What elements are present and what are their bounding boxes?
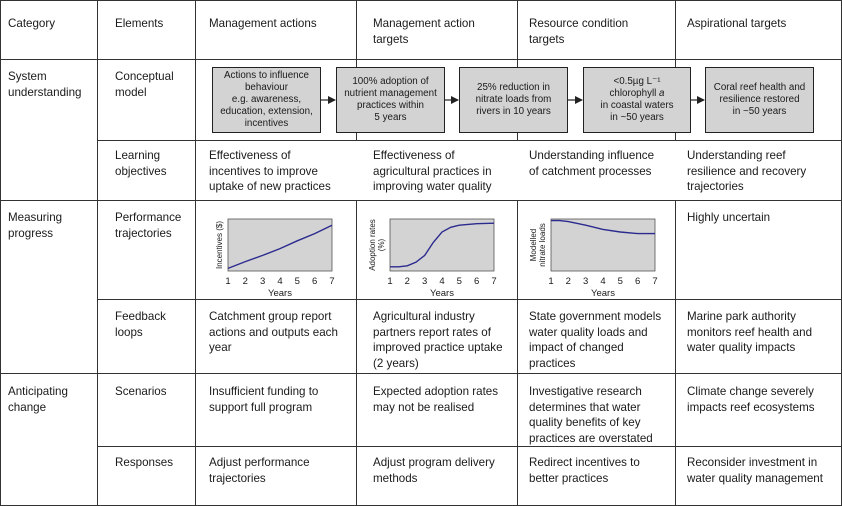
y-axis-label: nitrate loads bbox=[538, 223, 547, 267]
x-tick-label: 6 bbox=[635, 276, 640, 287]
header-elements: Elements bbox=[115, 17, 164, 30]
x-tick-label: 1 bbox=[225, 276, 230, 287]
element-scenarios: Scenarios bbox=[115, 385, 167, 398]
x-axis-label: Years bbox=[430, 288, 454, 299]
x-tick-label: 5 bbox=[295, 276, 300, 287]
x-tick-label: 2 bbox=[243, 276, 248, 287]
y-axis-label: Modelled bbox=[529, 229, 538, 261]
x-tick-label: 3 bbox=[422, 276, 427, 287]
element-responses: Responses bbox=[115, 456, 174, 469]
x-tick-label: 1 bbox=[548, 276, 553, 287]
x-tick-label: 5 bbox=[618, 276, 623, 287]
x-tick-label: 2 bbox=[405, 276, 410, 287]
x-axis-label: Years bbox=[591, 288, 615, 299]
series-line bbox=[551, 219, 655, 235]
plot-area bbox=[550, 218, 656, 272]
x-tick-label: 7 bbox=[491, 276, 496, 287]
x-tick-label: 4 bbox=[439, 276, 444, 287]
series-line bbox=[227, 224, 333, 270]
plot-area bbox=[389, 218, 495, 272]
plot-area bbox=[227, 218, 333, 272]
header-aspirational-targets: Aspirational targets bbox=[687, 17, 787, 30]
x-tick-label: 6 bbox=[474, 276, 479, 287]
x-tick-label: 2 bbox=[566, 276, 571, 287]
flow-box-chlorophyll: <0.5µg L⁻¹ chlorophyll a in coastal wate… bbox=[583, 67, 691, 133]
performance-aspirational: Highly uncertain bbox=[687, 211, 771, 224]
x-tick-label: 5 bbox=[457, 276, 462, 287]
y-axis-label: Incentives ($) bbox=[215, 221, 224, 269]
series-line bbox=[390, 222, 495, 268]
y-axis-label: Adoption rates bbox=[368, 219, 377, 271]
y-axis-label: (%) bbox=[377, 238, 386, 251]
x-tick-label: 4 bbox=[600, 276, 605, 287]
x-tick-label: 1 bbox=[387, 276, 392, 287]
x-axis-label: Years bbox=[268, 288, 292, 299]
x-tick-label: 7 bbox=[652, 276, 657, 287]
x-tick-label: 7 bbox=[329, 276, 334, 287]
x-tick-label: 6 bbox=[312, 276, 317, 287]
x-tick-label: 4 bbox=[277, 276, 282, 287]
header-category: Category bbox=[8, 17, 56, 30]
x-tick-label: 3 bbox=[260, 276, 265, 287]
x-tick-label: 3 bbox=[583, 276, 588, 287]
header-management-actions: Management actions bbox=[209, 17, 317, 30]
